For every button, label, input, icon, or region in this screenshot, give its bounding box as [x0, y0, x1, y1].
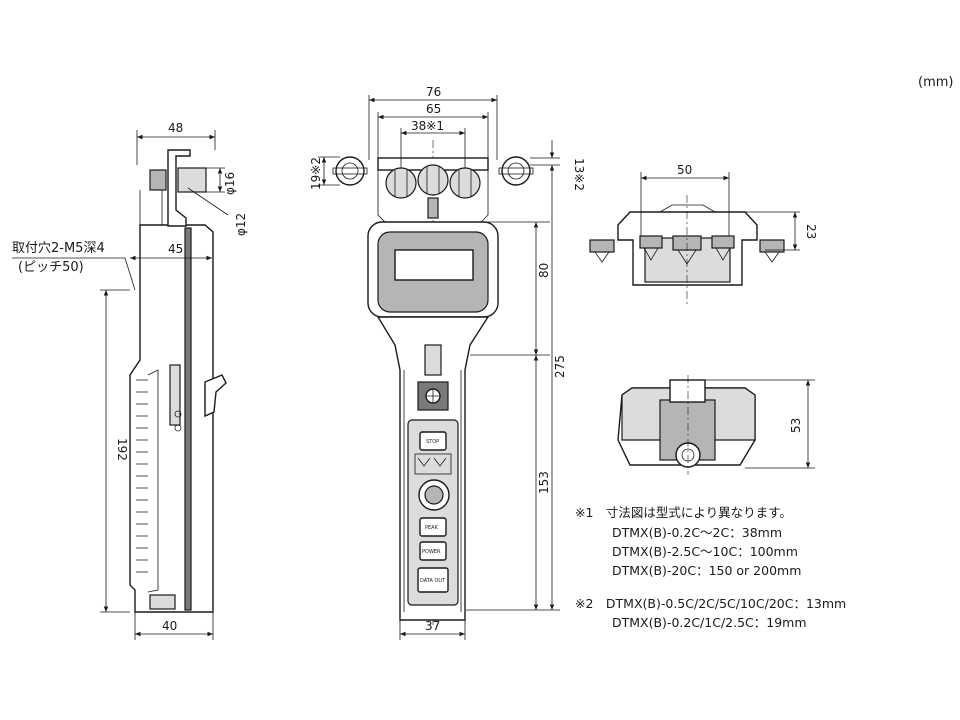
data-out-button-label: DATA OUT	[420, 578, 446, 584]
note-1-title: ※1 寸法図は型式により異なります。	[575, 505, 792, 520]
side-hook	[167, 149, 191, 227]
stop-button-label: STOP	[426, 439, 439, 445]
top-rollers	[589, 235, 785, 265]
side-grip-ribs	[136, 369, 159, 593]
front-roller-left	[385, 167, 417, 199]
side-rear-plate	[184, 227, 192, 611]
side-window	[169, 364, 181, 426]
front-view: STOP PEAK POWER DATA OUT 76 65 38※1 19※2	[309, 85, 586, 640]
dim-37: 37	[425, 619, 440, 633]
unit-label: (mm)	[918, 75, 953, 90]
side-screw-1	[174, 410, 182, 418]
side-screw-2	[174, 424, 182, 432]
mode-icons	[414, 453, 452, 475]
dim-d16: φ16	[223, 172, 237, 195]
side-foot	[149, 594, 176, 610]
dim-d12: φ12	[234, 213, 248, 236]
dim-23: 23	[804, 224, 818, 239]
peak-button-label: PEAK	[425, 525, 439, 531]
data-out-button[interactable]	[417, 567, 449, 593]
dim-153: 153	[537, 471, 551, 494]
peak-button[interactable]	[419, 517, 447, 537]
mount-hole-label: 取付穴2-M5深4	[12, 241, 105, 256]
note-1-line-1: DTMX(B)-0.2C～2C：38mm	[612, 525, 782, 540]
dim-45: 45	[168, 242, 183, 256]
power-button[interactable]	[419, 541, 447, 561]
stop-button[interactable]	[419, 431, 447, 451]
power-button-label: POWER	[422, 549, 441, 555]
dim-48: 48	[168, 121, 183, 135]
dim-13: 13※2	[572, 158, 586, 191]
side-trigger	[204, 374, 227, 418]
side-view: 48 φ16 φ12 45 取付穴2-M5深4 (ピッチ50) 192 40	[12, 121, 248, 640]
note-2-line-2: DTMX(B)-0.2C/1C/2.5C：19mm	[612, 615, 807, 630]
dim-50: 50	[677, 163, 692, 177]
note-1-line-3: DTMX(B)-20C：150 or 200mm	[612, 563, 801, 578]
note-1-line-2: DTMX(B)-2.5C～10C：100mm	[612, 544, 798, 559]
dim-76: 76	[426, 85, 441, 99]
bottom-view: 53	[617, 375, 815, 475]
note-2-line-1: ※2 DTMX(B)-0.5C/2C/5C/10C/20C：13mm	[575, 596, 846, 611]
dim-275: 275	[553, 355, 567, 378]
dim-53: 53	[789, 418, 803, 433]
dim-19: 19※2	[309, 157, 323, 190]
dim-80: 80	[537, 263, 551, 278]
dim-40: 40	[162, 619, 177, 633]
side-guide	[149, 169, 167, 191]
front-roller-center	[417, 164, 449, 196]
pitch-label: (ピッチ50)	[18, 260, 84, 275]
dim-65: 65	[426, 102, 441, 116]
dim-38: 38※1	[411, 119, 444, 133]
front-display	[394, 249, 474, 281]
front-guide-right	[501, 156, 531, 186]
front-guide-left	[335, 156, 365, 186]
dim-192: 192	[115, 438, 129, 461]
side-roller	[177, 167, 207, 193]
notes: ※1 寸法図は型式により異なります。 DTMX(B)-0.2C～2C：38mm …	[575, 505, 846, 630]
top-view: 50 23	[589, 163, 818, 305]
front-roller-right	[449, 167, 481, 199]
